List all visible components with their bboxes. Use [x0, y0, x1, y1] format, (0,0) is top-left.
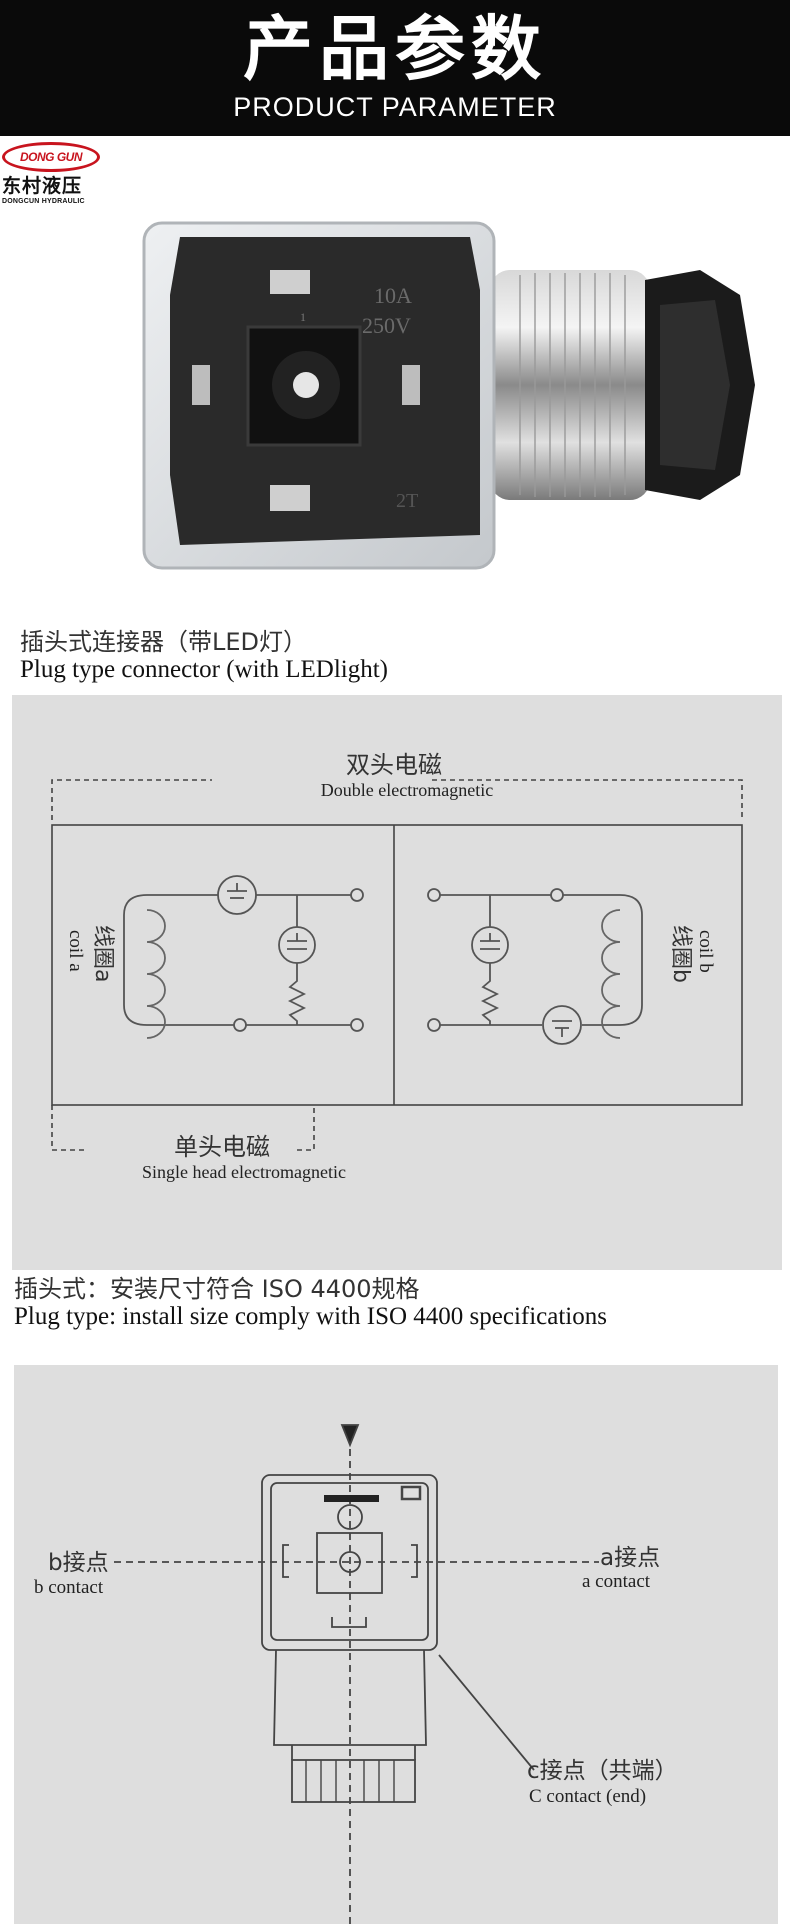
- plug-housing: [261, 1474, 438, 1651]
- wiring-diagram: 双头电磁 Double electromagnetic 单头电磁 Single …: [51, 751, 743, 1182]
- housing-marking: 2T: [396, 490, 418, 512]
- diagram-box: [51, 824, 743, 1106]
- plug-gland: [291, 1759, 416, 1803]
- rating-voltage: 250V: [362, 313, 411, 338]
- coil-a-circuit: [123, 875, 364, 1039]
- a-contact-label-en: a contact: [582, 1571, 651, 1592]
- c-contact-label-en: C contact (end): [529, 1786, 646, 1807]
- b-contact-label-cn: b接点: [48, 1550, 109, 1576]
- logo-mark: DONG GUN: [2, 142, 100, 172]
- pin-top: [270, 270, 310, 294]
- pin-right: [402, 365, 420, 405]
- rating-current: 10A: [374, 283, 412, 308]
- plug-type-caption: 插头式：安装尺寸符合 ISO 4400规格 Plug type: install…: [14, 1275, 607, 1331]
- plug-type-caption-en: Plug type: install size comply with ISO …: [14, 1303, 607, 1330]
- plug-neck: [273, 1649, 427, 1746]
- connector-caption-en: Plug type connector (with LEDlight): [20, 656, 388, 683]
- connector-caption-cn: 插头式连接器（带LED灯）: [20, 628, 308, 656]
- coil-b-label-en: coil b: [695, 930, 716, 973]
- insert-arrow: [340, 1424, 360, 1448]
- page-title-cn: 产品参数: [243, 8, 547, 90]
- a-contact-label-cn: a接点: [600, 1545, 660, 1571]
- logo-name-en: DONGCUN HYDRAULIC: [2, 198, 85, 205]
- page-header: 产品参数 PRODUCT PARAMETER: [0, 0, 790, 136]
- coil-a-label-en: coil a: [65, 930, 86, 972]
- b-contact-label-en: b contact: [34, 1577, 104, 1598]
- double-label-cn: 双头电磁: [346, 751, 442, 779]
- contact-diagram: b接点 b contact a接点 a contact c接点（共端） C co…: [34, 1424, 678, 1924]
- single-bracket: [51, 1105, 315, 1151]
- threaded-body: [490, 270, 650, 500]
- coil-a-label-cn: 线圈a: [90, 925, 115, 982]
- logo-name-cn: 东村液压: [2, 175, 83, 197]
- page-title-en: PRODUCT PARAMETER: [233, 92, 557, 122]
- coil-b-circuit: [427, 888, 643, 1045]
- product-photo: 10A 250V 2T 1: [142, 221, 755, 570]
- pin-number-label: 1: [300, 310, 306, 324]
- plug-type-caption-cn: 插头式：安装尺寸符合 ISO 4400规格: [14, 1275, 420, 1303]
- wiring-diagram-panel: 双头电磁 Double electromagnetic 单头电磁 Single …: [12, 695, 782, 1270]
- double-bracket: [51, 779, 743, 820]
- connector-caption: 插头式连接器（带LED灯） Plug type connector (with …: [20, 628, 388, 684]
- contact-diagram-panel: b接点 b contact a接点 a contact c接点（共端） C co…: [14, 1365, 778, 1924]
- coil-b-label-cn: 线圈b: [668, 925, 693, 983]
- c-contact-label-cn: c接点（共端）: [527, 1758, 678, 1784]
- pin-bottom: [270, 485, 310, 511]
- brand-logo: DONG GUN 东村液压 DONGCUN HYDRAULIC: [2, 142, 106, 212]
- single-label-cn: 单头电磁: [174, 1133, 270, 1161]
- pin-left: [192, 365, 210, 405]
- single-label-en: Single head electromagnetic: [142, 1162, 346, 1182]
- double-label-en: Double electromagnetic: [321, 780, 493, 800]
